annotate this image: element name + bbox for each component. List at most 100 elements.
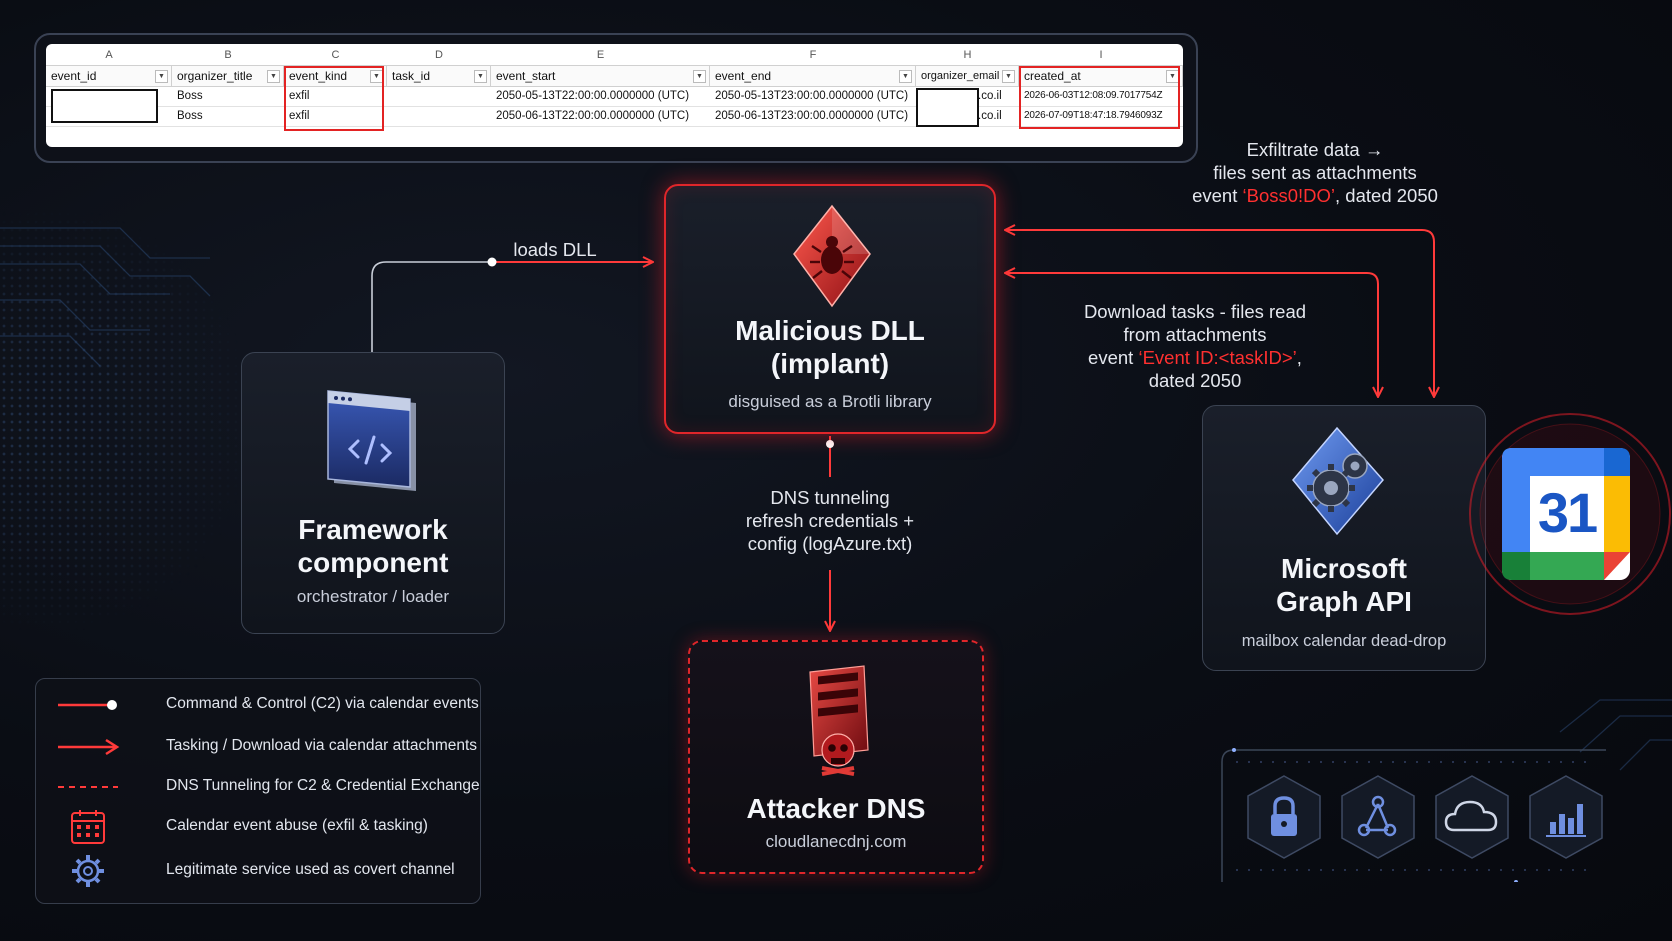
framework-component-node[interactable]: Framework component orchestrator / loade… bbox=[241, 352, 505, 634]
legend-item-tasking: Tasking / Download via calendar attachme… bbox=[56, 729, 478, 765]
microsoft-graph-api-node[interactable]: Microsoft Graph API mailbox calendar dea… bbox=[1202, 405, 1486, 671]
column-letter: I bbox=[1099, 49, 1103, 61]
exfil-label: Exfiltrate data → files sent as attachme… bbox=[1150, 138, 1480, 207]
column-letter: F bbox=[809, 49, 817, 61]
header-task-id[interactable]: task_id▼ bbox=[387, 66, 491, 86]
dll-title: Malicious DLL (implant) bbox=[666, 314, 994, 380]
service-icons-panel bbox=[1216, 742, 1616, 882]
dns-title: Attacker DNS bbox=[746, 793, 926, 824]
text-part: , dated 2050 bbox=[1335, 185, 1438, 206]
filter-dropdown-icon[interactable]: ▼ bbox=[693, 70, 706, 83]
framework-to-dll-line bbox=[371, 261, 650, 352]
legend-item-service: Legitimate service used as covert channe… bbox=[56, 853, 476, 889]
world-map-decoration bbox=[0, 210, 250, 630]
title-line: (implant) bbox=[770, 348, 890, 379]
exfil-label-line: files sent as attachments bbox=[1213, 162, 1417, 183]
dashed-line-sample bbox=[58, 786, 118, 788]
dll-subtitle: disguised as a Brotli library bbox=[728, 392, 932, 411]
framework-title: Framework component bbox=[242, 513, 504, 579]
header-label: event_id bbox=[51, 69, 97, 83]
code-window-icon bbox=[327, 390, 416, 491]
framework-subtitle: orchestrator / loader bbox=[296, 587, 450, 606]
dns-label-line: DNS tunneling bbox=[770, 487, 890, 508]
highlight-event-kind bbox=[284, 66, 384, 131]
legend-text: Tasking / Download via calendar attachme… bbox=[166, 737, 478, 754]
legend-item-c2: Command & Control (C2) via calendar even… bbox=[56, 687, 479, 723]
loads-dll-label: loads DLL bbox=[513, 239, 597, 260]
filter-dropdown-icon[interactable]: ▼ bbox=[155, 70, 168, 83]
exfil-label-line: event ‘Boss0!DO’, dated 2050 bbox=[1150, 184, 1480, 207]
cloud-icon[interactable] bbox=[1432, 772, 1512, 862]
header-event-start[interactable]: event_start ▼ bbox=[491, 66, 710, 86]
legend-item-dns: DNS Tunneling for C2 & Credential Exchan… bbox=[56, 769, 480, 805]
cell-event-end[interactable]: 2050-05-13T23:00:00.0000000 (UTC) bbox=[715, 90, 909, 102]
filter-dropdown-icon[interactable]: ▼ bbox=[899, 70, 912, 83]
header-label: event_kind bbox=[289, 69, 348, 83]
header-label: event_start bbox=[496, 69, 556, 83]
legend-item-calendar: Calendar event abuse (exfil & tasking) bbox=[56, 809, 476, 845]
exfil-label-line: Exfiltrate data → bbox=[1246, 139, 1384, 160]
table-row[interactable]: Boss exfil 2050-05-13T22:00:00.0000000 (… bbox=[46, 86, 1183, 107]
dns-tunnel-label: DNS tunneling refresh credentials + conf… bbox=[700, 486, 960, 555]
highlight-created-at bbox=[1019, 66, 1180, 129]
text-part: event bbox=[1088, 347, 1139, 368]
column-letter: H bbox=[963, 49, 972, 61]
skull-server-icon bbox=[809, 665, 869, 776]
column-letter: A bbox=[105, 49, 113, 61]
calendar-icon bbox=[71, 810, 105, 844]
download-label-line: dated 2050 bbox=[1148, 370, 1242, 391]
legend-text: Command & Control (C2) via calendar even… bbox=[166, 695, 479, 712]
exfil-event-name: ‘Boss0!DO’ bbox=[1242, 185, 1336, 206]
graph-subtitle: mailbox calendar dead-drop bbox=[1241, 632, 1447, 650]
redacted-organizer-email bbox=[916, 88, 979, 127]
cell-event-kind[interactable]: exfil bbox=[289, 110, 310, 122]
header-event-end[interactable]: event_end ▼ bbox=[710, 66, 916, 86]
title-line: Microsoft bbox=[1281, 553, 1407, 584]
table-row[interactable]: Boss exfil 2050-06-13T22:00:00.0000000 (… bbox=[46, 106, 1183, 127]
header-label: organizer_title bbox=[177, 69, 253, 83]
download-label-line: event ‘Event ID:<taskID>’, bbox=[1040, 346, 1350, 369]
title-line: Graph API bbox=[1276, 586, 1412, 617]
column-letter: C bbox=[331, 49, 340, 61]
connector-dot bbox=[826, 440, 834, 448]
attacker-dns-node[interactable]: Attacker DNS cloudlanecdnj.com bbox=[688, 640, 984, 874]
cell-event-start[interactable]: 2050-05-13T22:00:00.0000000 (UTC) bbox=[496, 90, 690, 102]
column-letter: B bbox=[224, 49, 232, 61]
exfil-arrow-to-dll bbox=[1006, 230, 1435, 395]
title-line: Malicious DLL bbox=[735, 315, 925, 346]
column-letter: D bbox=[435, 49, 443, 61]
cell-created-at[interactable]: 2026-06-03T12:08:09.7017754Z bbox=[1024, 90, 1163, 101]
cell-organizer-title[interactable]: Boss bbox=[177, 90, 203, 102]
header-row: event_id▼ organizer_title▼ event_kind▼ t… bbox=[46, 65, 1183, 87]
cell-organizer-title[interactable]: Boss bbox=[177, 110, 203, 122]
dns-label-line: config (logAzure.txt) bbox=[747, 533, 913, 554]
cell-event-kind[interactable]: exfil bbox=[289, 90, 310, 102]
filter-dropdown-icon[interactable]: ▼ bbox=[474, 70, 487, 83]
cell-event-end[interactable]: 2050-06-13T23:00:00.0000000 (UTC) bbox=[715, 110, 909, 122]
malicious-dll-node[interactable]: Malicious DLL (implant) disguised as a B… bbox=[664, 184, 996, 434]
header-event-kind[interactable]: event_kind▼ bbox=[284, 66, 387, 86]
text-part: , bbox=[1296, 347, 1302, 368]
line-dot-sample bbox=[58, 700, 117, 710]
download-label: Download tasks - files read from attachm… bbox=[1040, 300, 1350, 392]
bug-diamond-icon bbox=[793, 204, 871, 308]
connector-dot bbox=[487, 257, 497, 267]
header-label: event_end bbox=[715, 69, 772, 83]
cell-organizer-email[interactable]: .co.il bbox=[978, 110, 1002, 122]
calendar-day-number: 31 bbox=[1537, 481, 1598, 544]
filter-dropdown-icon[interactable]: ▼ bbox=[1002, 70, 1015, 83]
legend-text: DNS Tunneling for C2 & Credential Exchan… bbox=[166, 777, 480, 794]
graph-title: Microsoft Graph API bbox=[1203, 552, 1485, 618]
header-organizer-email[interactable]: organizer_email▼ bbox=[916, 66, 1019, 86]
bar-chart-icon[interactable] bbox=[1526, 772, 1606, 862]
share-icon[interactable] bbox=[1338, 772, 1418, 862]
cell-organizer-email[interactable]: .co.il bbox=[978, 90, 1002, 102]
arrow-sample bbox=[58, 738, 120, 756]
lock-icon[interactable] bbox=[1244, 772, 1324, 862]
gear-icon bbox=[72, 855, 104, 887]
cell-event-start[interactable]: 2050-06-13T22:00:00.0000000 (UTC) bbox=[496, 110, 690, 122]
filter-dropdown-icon[interactable]: ▼ bbox=[267, 70, 280, 83]
header-organizer-title[interactable]: organizer_title ▼ bbox=[172, 66, 284, 86]
header-event-id[interactable]: event_id ▼ bbox=[46, 66, 172, 86]
cell-created-at[interactable]: 2026-07-09T18:47:18.7946093Z bbox=[1024, 110, 1163, 121]
